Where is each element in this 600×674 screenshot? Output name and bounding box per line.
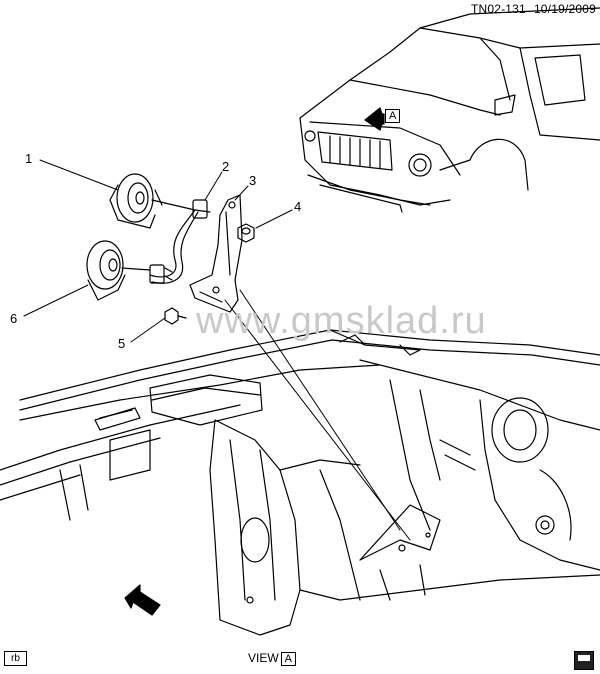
vehicle-view-marker: A (385, 106, 401, 124)
watermark: www.gmsklad.ru (196, 300, 487, 342)
body-structure (0, 329, 600, 636)
horn-bracket (189, 194, 243, 313)
nut (237, 223, 255, 243)
callout-3: 3 (249, 173, 257, 188)
wiring-harness (149, 199, 208, 284)
callout-4: 4 (294, 199, 302, 214)
front-arrow-icon (124, 584, 161, 616)
manual-icon (574, 651, 594, 670)
diagram-code: TN02-131 (470, 2, 526, 16)
view-prefix: VIEW (248, 651, 279, 665)
horn-upper (109, 173, 211, 229)
callout-1: 1 (25, 151, 33, 166)
corner-tag: rb (4, 651, 27, 666)
callout-5: 5 (118, 336, 126, 351)
view-letter: A (280, 652, 297, 666)
diagram-date: 10/19/2009 (533, 2, 596, 16)
vehicle-view-letter: A (385, 109, 401, 123)
vehicle-illustration (299, 7, 600, 213)
leader-lines (23, 159, 411, 541)
callout-6: 6 (10, 311, 18, 326)
bolt (164, 307, 187, 325)
callout-2: 2 (222, 159, 230, 174)
diagram-header: TN02-131 10/19/2009 (471, 2, 596, 16)
horn-lower (86, 240, 151, 301)
